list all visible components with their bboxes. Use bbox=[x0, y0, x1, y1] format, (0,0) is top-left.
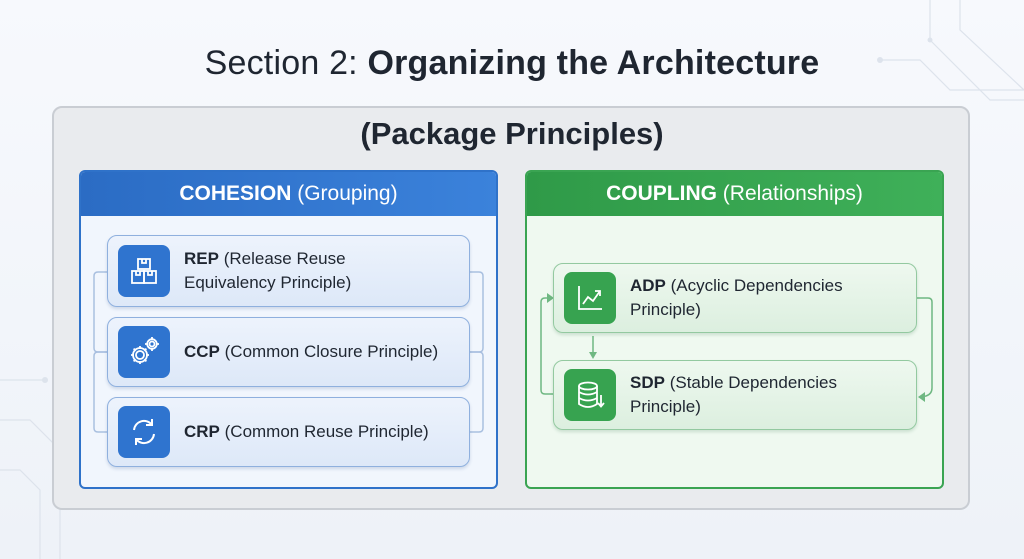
boxes-icon bbox=[118, 245, 170, 297]
crp-label: CRP (Common Reuse Principle) bbox=[184, 422, 429, 441]
ccp-label: CCP (Common Closure Principle) bbox=[184, 342, 439, 361]
gears-icon bbox=[118, 326, 170, 378]
refresh-icon bbox=[118, 406, 170, 458]
coupling-header: COUPLING (Relationships) bbox=[527, 172, 942, 216]
chart-icon bbox=[564, 272, 616, 324]
crp-card[interactable]: CRP (Common Reuse Principle) bbox=[107, 397, 470, 467]
cohesion-header: COHESION (Grouping) bbox=[81, 172, 496, 216]
page-title: Section 2: Organizing the Architecture bbox=[204, 44, 820, 82]
ccp-card[interactable]: CCP (Common Closure Principle) bbox=[107, 317, 470, 387]
database-icon bbox=[564, 369, 616, 421]
section-subtitle: (Package Principles) bbox=[360, 116, 664, 151]
